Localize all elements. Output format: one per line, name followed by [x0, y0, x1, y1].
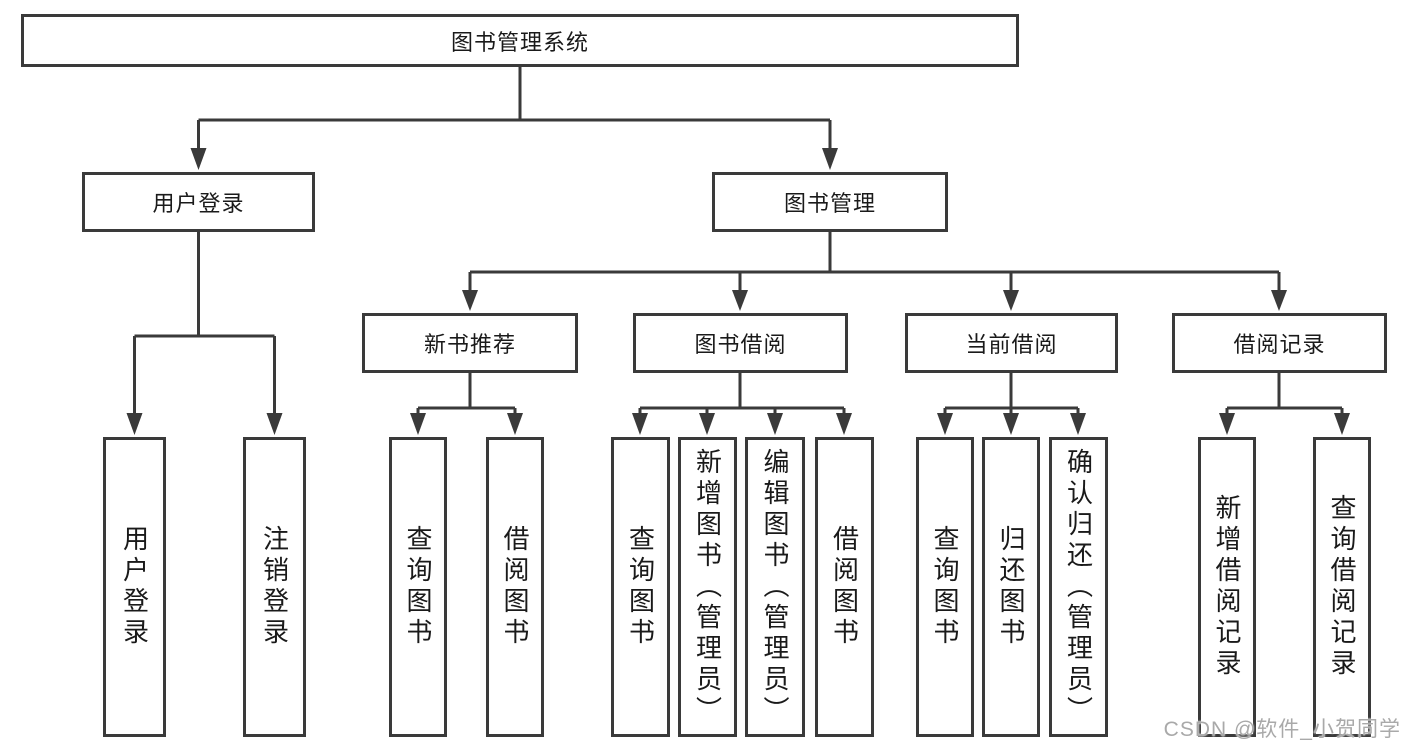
arrow-down-icon — [732, 290, 748, 311]
node-borrow-record-label: 借阅记录 — [1233, 332, 1326, 357]
arrow-down-icon — [126, 413, 143, 435]
leaf-add-borrow-record-label: 新增借阅记录 — [1212, 494, 1242, 680]
leaf-user-login-label: 用户登录 — [119, 525, 150, 649]
node-root-label: 图书管理系统 — [450, 29, 589, 55]
leaf-return-book: 归还图书 — [982, 437, 1040, 737]
leaf-borrow-book-2-label: 借阅图书 — [829, 525, 860, 649]
node-book-borrow: 图书借阅 — [633, 313, 848, 373]
node-borrow-record: 借阅记录 — [1172, 313, 1387, 373]
leaf-query-book-3: 查询图书 — [916, 437, 974, 737]
arrow-down-icon — [937, 413, 953, 435]
arrow-down-icon — [699, 413, 715, 435]
leaf-query-book-1: 查询图书 — [389, 437, 447, 737]
arrow-down-icon — [462, 290, 478, 311]
arrowheads — [126, 148, 1350, 435]
arrow-down-icon — [1003, 413, 1019, 435]
leaf-user-login: 用户登录 — [103, 437, 166, 737]
node-current-borrow: 当前借阅 — [905, 313, 1118, 373]
leaf-logout-label: 注销登录 — [259, 525, 290, 649]
arrow-down-icon — [1334, 413, 1350, 435]
arrow-down-icon — [410, 413, 426, 435]
node-book-borrow-label: 图书借阅 — [694, 332, 787, 357]
leaf-confirm-return-admin-label: 确认归还（管理员） — [1063, 447, 1094, 727]
node-current-borrow-label: 当前借阅 — [965, 332, 1058, 357]
node-user-login: 用户登录 — [82, 172, 315, 232]
leaf-add-borrow-record: 新增借阅记录 — [1198, 437, 1256, 737]
leaf-add-book-admin-label: 新增图书（管理员） — [692, 447, 723, 727]
arrow-down-icon — [190, 148, 207, 170]
leaf-logout: 注销登录 — [243, 437, 306, 737]
leaf-query-book-2-label: 查询图书 — [625, 525, 656, 649]
node-book-management: 图书管理 — [712, 172, 948, 232]
arrow-down-icon — [1271, 290, 1287, 311]
leaf-query-borrow-record: 查询借阅记录 — [1313, 437, 1371, 737]
leaf-confirm-return-admin: 确认归还（管理员） — [1049, 437, 1108, 737]
leaf-borrow-book-2: 借阅图书 — [815, 437, 874, 737]
leaf-query-borrow-record-label: 查询借阅记录 — [1327, 494, 1357, 680]
node-new-book-recommend: 新书推荐 — [362, 313, 578, 373]
leaf-add-book-admin: 新增图书（管理员） — [678, 437, 737, 737]
leaf-borrow-book-1: 借阅图书 — [486, 437, 544, 737]
leaf-return-book-label: 归还图书 — [996, 525, 1026, 649]
arrow-down-icon — [507, 413, 523, 435]
node-new-book-recommend-label: 新书推荐 — [423, 332, 516, 357]
leaf-borrow-book-1-label: 借阅图书 — [500, 525, 530, 649]
csdn-watermark: CSDN @软件_小贺同学 — [1163, 718, 1401, 741]
leaf-edit-book-admin-label: 编辑图书（管理员） — [760, 447, 790, 727]
arrow-down-icon — [767, 413, 783, 435]
node-root: 图书管理系统 — [21, 14, 1019, 67]
arrow-down-icon — [836, 413, 852, 435]
arrow-down-icon — [266, 413, 283, 435]
arrow-down-icon — [1070, 413, 1086, 435]
arrow-down-icon — [822, 148, 838, 170]
leaf-edit-book-admin: 编辑图书（管理员） — [745, 437, 805, 737]
node-user-login-label: 用户登录 — [152, 191, 245, 216]
arrow-down-icon — [1219, 413, 1235, 435]
node-book-management-label: 图书管理 — [783, 191, 876, 216]
leaf-query-book-2: 查询图书 — [611, 437, 670, 737]
leaf-query-book-3-label: 查询图书 — [930, 525, 960, 649]
arrow-down-icon — [1003, 290, 1019, 311]
leaf-query-book-1-label: 查询图书 — [403, 525, 433, 649]
arrow-down-icon — [632, 413, 648, 435]
